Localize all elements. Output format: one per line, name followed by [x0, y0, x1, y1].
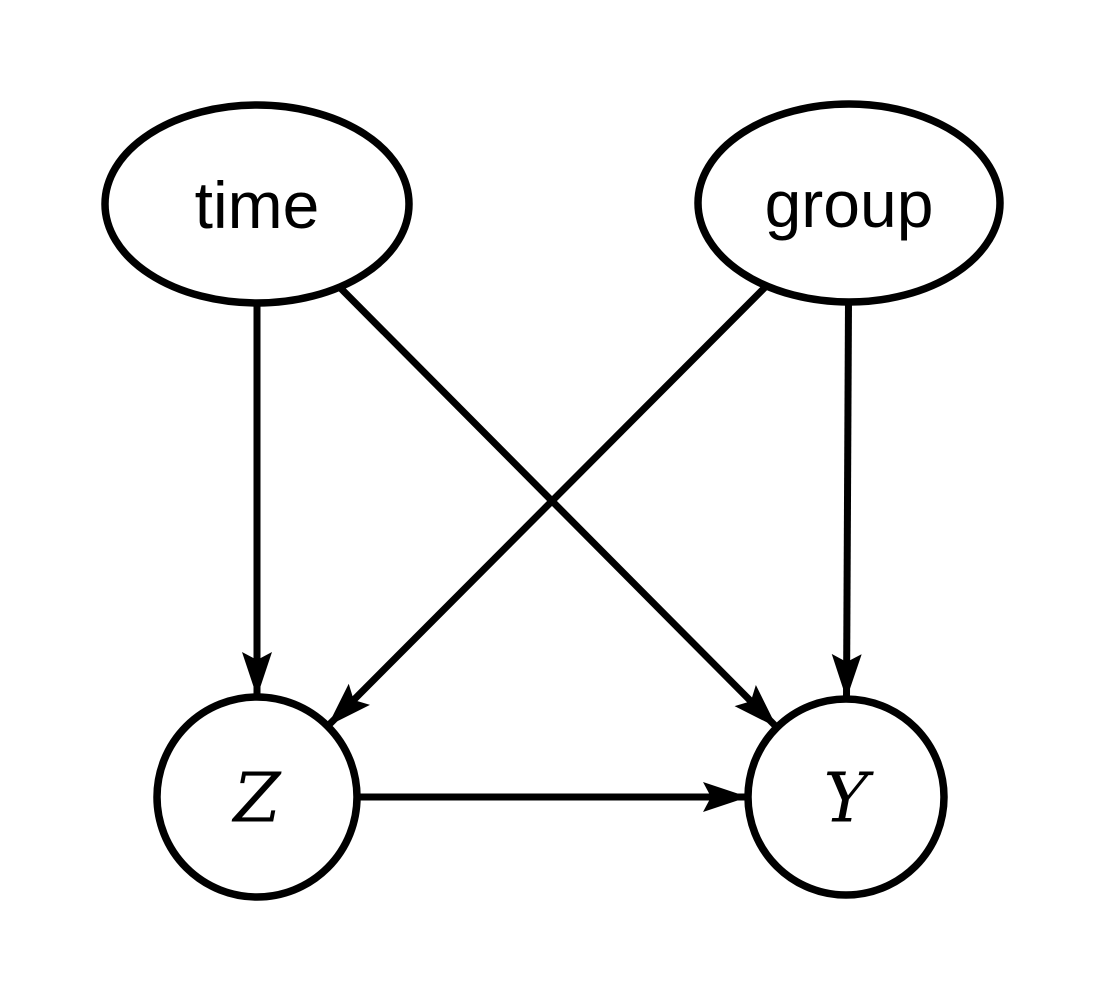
edge-time-to-Y [337, 284, 780, 730]
node-Z: Z [153, 693, 361, 901]
node-time-ellipse [101, 101, 413, 307]
node-time: time [101, 101, 413, 307]
node-Y-circle [744, 695, 948, 899]
edge-group-to-Y [831, 301, 862, 700]
node-Y-label: Y [824, 759, 875, 838]
node-group: group [694, 100, 1004, 306]
node-group-label: group [765, 167, 934, 241]
node-Y: Y [744, 695, 948, 899]
node-Z-label: Z [231, 759, 282, 838]
node-Z-circle [153, 693, 361, 901]
node-group-ellipse [694, 100, 1004, 306]
edge-group-to-Z [325, 283, 769, 729]
node-time-label: time [195, 168, 320, 242]
edges-layer [242, 283, 862, 812]
